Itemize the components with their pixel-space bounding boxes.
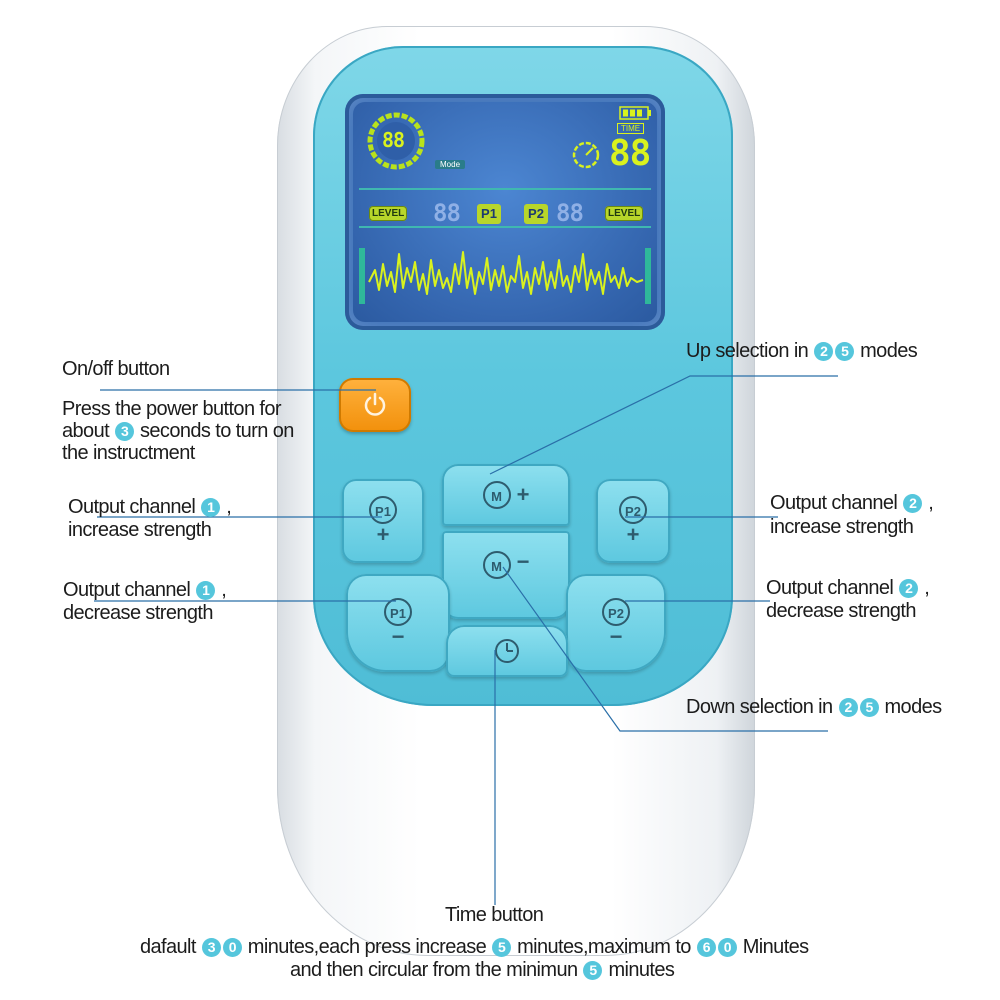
number-dot: 0 (717, 938, 737, 957)
number-dot: 0 (222, 938, 242, 957)
number-dot: 3 (201, 938, 221, 957)
mode-dial-icon (367, 112, 425, 170)
number-dot: 1 (201, 498, 221, 517)
p1-minus-sign: − (391, 624, 405, 649)
down-sel-callout-line (502, 566, 828, 732)
time-button-title: Time button (445, 904, 544, 926)
number-dot: 5 (492, 938, 512, 957)
time-desc-d: Minutes (742, 936, 809, 958)
number-dot: 5 (583, 961, 603, 980)
p1-down-label: P1 (384, 598, 412, 626)
mode-down-label: M (482, 551, 511, 579)
number-dot: 3 (115, 422, 135, 441)
waveform-graphic (359, 248, 651, 304)
lcd-display: 88 Mode TIME 88 LEVEL 88 P1 P2 88 LEVEL (345, 94, 665, 330)
p1-label: P1 (369, 496, 397, 524)
onoff-desc-line3: the instructment (62, 442, 195, 464)
out1-inc-comma: , (226, 496, 232, 518)
out2-dec-comma: , (924, 577, 930, 599)
onoff-title: On/off button (62, 358, 170, 380)
p1-badge: P1 (477, 204, 501, 224)
up-sel-text: Up selection in (686, 340, 809, 362)
level-left-tag: LEVEL (369, 206, 408, 221)
p1-plus-button[interactable]: P1 + (342, 479, 424, 563)
p2-label: P2 (619, 496, 647, 524)
time-desc-a: dafault (140, 936, 196, 958)
out2-increase-line1: Output channel 2 , (770, 492, 934, 515)
number-dot: 2 (903, 494, 923, 513)
number-dot: 5 (859, 698, 879, 717)
time-tag: TIME (617, 123, 645, 134)
mode-tag: Mode (435, 160, 466, 169)
number-dot: 2 (838, 698, 858, 717)
power-icon (364, 392, 386, 416)
p2-plus-button[interactable]: P2 + (596, 479, 670, 563)
level-right-tag: LEVEL (605, 206, 644, 221)
out2-decrease-line1: Output channel 2 , (766, 577, 930, 600)
time-desc-line2: and then circular from the minimun 5 min… (290, 959, 675, 982)
time-desc2-b: minutes (608, 959, 675, 981)
p2-plus-sign: + (626, 522, 640, 547)
p2-minus-sign: − (609, 624, 623, 649)
p2-minus-button[interactable]: P2 − (566, 574, 666, 672)
lcd-panel: 88 Mode TIME 88 LEVEL 88 P1 P2 88 LEVEL (353, 102, 657, 322)
time-button[interactable] (446, 625, 568, 677)
power-button[interactable] (339, 378, 411, 432)
onoff-desc-2a: about (62, 420, 110, 442)
number-dot: 1 (196, 581, 216, 600)
out2-decrease-line2: decrease strength (766, 600, 917, 622)
out1-decrease-line2: decrease strength (63, 602, 214, 624)
out1-dec-text: Output channel (63, 579, 191, 601)
mode-minus-sign: − (516, 549, 530, 574)
down-sel-text: Down selection in (686, 696, 833, 718)
up-sel-callout-line (489, 375, 838, 475)
p1-plus-sign: + (376, 522, 390, 547)
up-sel-modes: modes (860, 340, 918, 362)
number-dot: 2 (814, 342, 834, 361)
out1-inc-text: Output channel (68, 496, 196, 518)
out1-increase-line1: Output channel 1 , (68, 496, 232, 519)
time-desc-b: minutes,each press increase (247, 936, 487, 958)
p1-minus-button[interactable]: P1 − (346, 574, 450, 672)
mode-plus-sign: + (516, 482, 530, 507)
p2-down-label: P2 (602, 598, 630, 626)
out2-dec-text: Output channel (766, 577, 894, 599)
mode-digits: 88 (382, 128, 405, 152)
out2-increase-line2: increase strength (770, 516, 914, 538)
mode-minus-button[interactable]: M − (442, 531, 570, 619)
out2-inc-text: Output channel (770, 492, 898, 514)
time-desc-c: minutes,maximum to (517, 936, 691, 958)
clock-icon (495, 639, 519, 663)
down-sel-modes: modes (884, 696, 943, 718)
mode-up-label: M (482, 481, 511, 509)
time-digits: 88 (609, 133, 651, 174)
out2-inc-comma: , (928, 492, 934, 514)
number-dot: 6 (696, 938, 716, 957)
out1-increase-line2: increase strength (68, 519, 212, 541)
out1-dec-comma: , (221, 579, 227, 601)
level-row-frame (359, 188, 651, 228)
battery-icon (619, 106, 651, 120)
onoff-desc-line1: Press the power button for (62, 398, 282, 420)
number-dot: 5 (835, 342, 855, 361)
ch2-digits: 88 (556, 199, 584, 227)
p2-badge: P2 (524, 204, 548, 224)
timer-dial-icon (572, 141, 600, 169)
mode-plus-button[interactable]: M + (442, 464, 570, 526)
number-dot: 2 (899, 579, 919, 598)
ch1-digits: 88 (433, 199, 461, 227)
out1-decrease-line1: Output channel 1 , (63, 579, 227, 602)
time-desc2-a: and then circular from the minimun (290, 959, 578, 981)
onoff-desc-2b: seconds to turn on (140, 420, 294, 442)
onoff-desc-line2: about 3 seconds to turn on (62, 420, 294, 443)
